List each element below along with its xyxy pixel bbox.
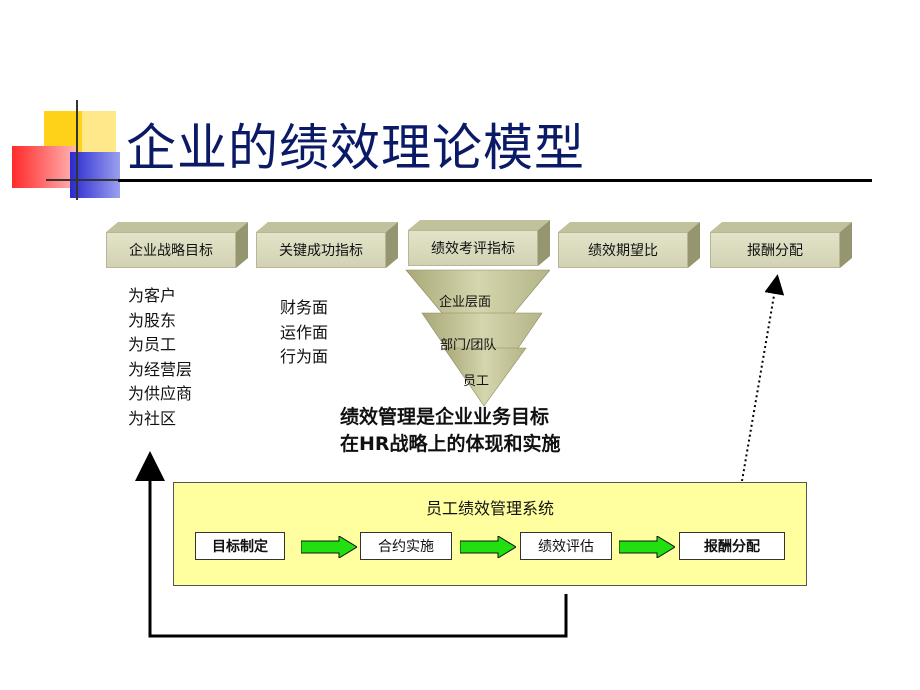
list-item: 行为面 <box>280 347 329 366</box>
box-key-success-label: 关键成功指标 <box>256 232 386 268</box>
indicator-funnel <box>405 269 550 407</box>
funnel-label-employee: 员工 <box>463 374 490 389</box>
list-item: 为股东 <box>128 310 177 330</box>
step-compensation: 报酬分配 <box>679 532 785 560</box>
box-expectation-ratio: 绩效期望比 <box>558 222 700 268</box>
funnel-label-enterprise: 企业层面 <box>439 295 492 310</box>
system-title: 员工绩效管理系统 <box>425 499 554 518</box>
dotted-link-to-compensation <box>741 274 785 482</box>
list-item: 为供应商 <box>128 384 193 403</box>
green-arrow-icon <box>619 536 675 558</box>
green-arrow-icon <box>301 536 357 558</box>
box-performance-indicator-label: 绩效考评指标 <box>408 230 538 266</box>
box-compensation-label: 报酬分配 <box>710 232 840 268</box>
funnel-label-department: 部门/团队 <box>440 338 497 353</box>
feedback-loop-line <box>135 451 568 638</box>
key-success-list: 财务面 运作面 行为面 <box>280 296 328 370</box>
funnel-level-employee <box>443 347 527 407</box>
box-strategy-goal-label: 企业战略目标 <box>106 232 236 268</box>
step-goal-setting: 目标制定 <box>195 532 285 560</box>
logo-red-block <box>12 146 76 188</box>
logo-horizontal-line <box>46 179 122 181</box>
page-title: 企业的绩效理论模型 <box>126 119 585 177</box>
performance-statement: 绩效管理是企业业务目标 在HR战略上的体现和实施 <box>340 404 561 458</box>
title-divider <box>118 179 872 182</box>
box-strategy-goal: 企业战略目标 <box>106 222 248 268</box>
box-expectation-ratio-label: 绩效期望比 <box>558 232 688 268</box>
list-item: 为社区 <box>128 408 177 428</box>
logo-vertical-line <box>76 100 78 200</box>
list-item: 运作面 <box>280 322 329 342</box>
step-performance-evaluation: 绩效评估 <box>520 532 612 560</box>
logo-blue-block <box>70 152 120 198</box>
list-item: 为经营层 <box>128 359 193 379</box>
step-contract-implementation: 合约实施 <box>360 532 452 560</box>
statement-line-1: 绩效管理是企业业务目标 <box>340 406 550 428</box>
green-arrow-icon <box>460 536 516 558</box>
box-compensation: 报酬分配 <box>710 222 852 268</box>
list-item: 为客户 <box>128 286 177 305</box>
box-key-success: 关键成功指标 <box>256 222 398 268</box>
performance-management-system: 员工绩效管理系统 目标制定 合约实施 绩效评估 报酬分配 <box>173 482 807 586</box>
strategy-target-list: 为客户 为股东 为员工 为经营层 为供应商 为社区 <box>128 284 192 431</box>
logo-yellow-light-block <box>82 111 116 155</box>
list-item: 财务面 <box>280 298 329 317</box>
box-performance-indicator: 绩效考评指标 <box>408 220 550 266</box>
list-item: 为员工 <box>128 335 177 354</box>
statement-line-2: 在HR战略上的体现和实施 <box>340 433 561 455</box>
